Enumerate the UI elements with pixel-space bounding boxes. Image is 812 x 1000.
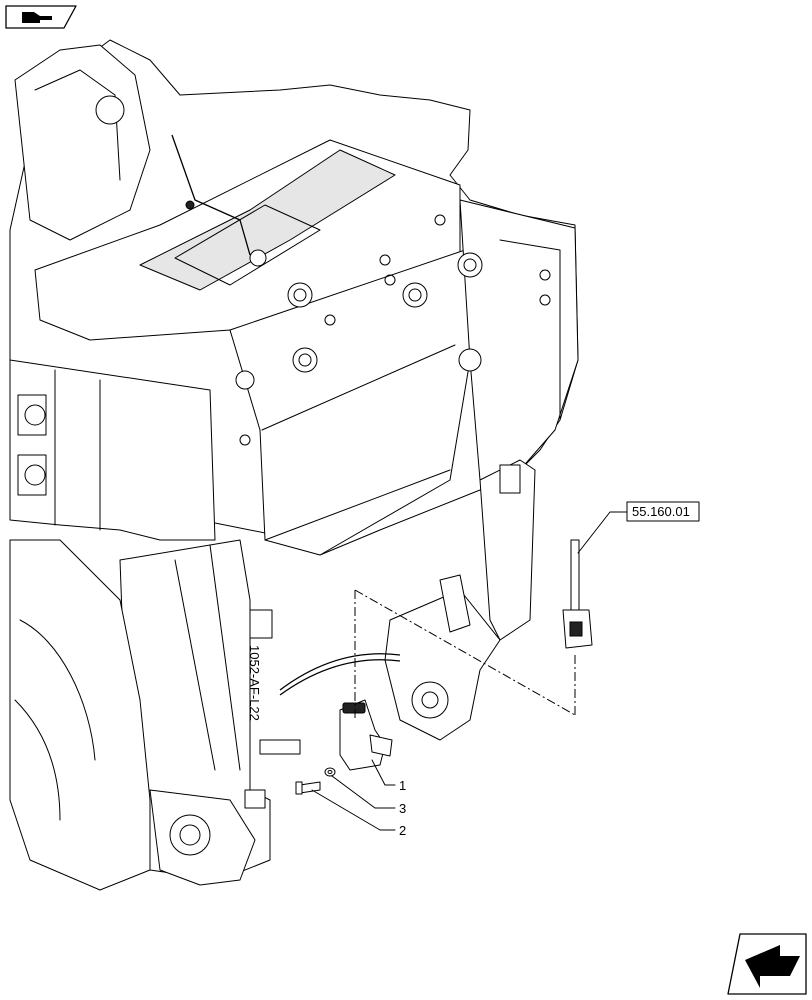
callout-3: 3 xyxy=(399,801,406,816)
callout-2-leader xyxy=(311,789,396,831)
washer-part xyxy=(324,767,336,777)
callout-1: 1 xyxy=(399,778,406,793)
hand-pointing-right-icon[interactable] xyxy=(5,5,77,29)
sensor-part xyxy=(339,699,393,771)
callout-1-leader xyxy=(371,759,396,786)
callout-2: 2 xyxy=(399,823,406,838)
reference-label: 55.160.01 xyxy=(632,504,690,519)
arrow-next-page-icon[interactable] xyxy=(727,933,807,995)
bolt-part xyxy=(295,781,321,795)
connector-part xyxy=(562,539,593,649)
assembly-line-bracket xyxy=(354,589,576,716)
frame-marking-label: 1052-AF-L22 xyxy=(247,645,262,721)
tractor-front-frame xyxy=(9,39,579,891)
reference-leader xyxy=(577,511,628,554)
callout-3-leader xyxy=(331,775,396,809)
reference-box[interactable]: 55.160.01 xyxy=(626,501,700,522)
